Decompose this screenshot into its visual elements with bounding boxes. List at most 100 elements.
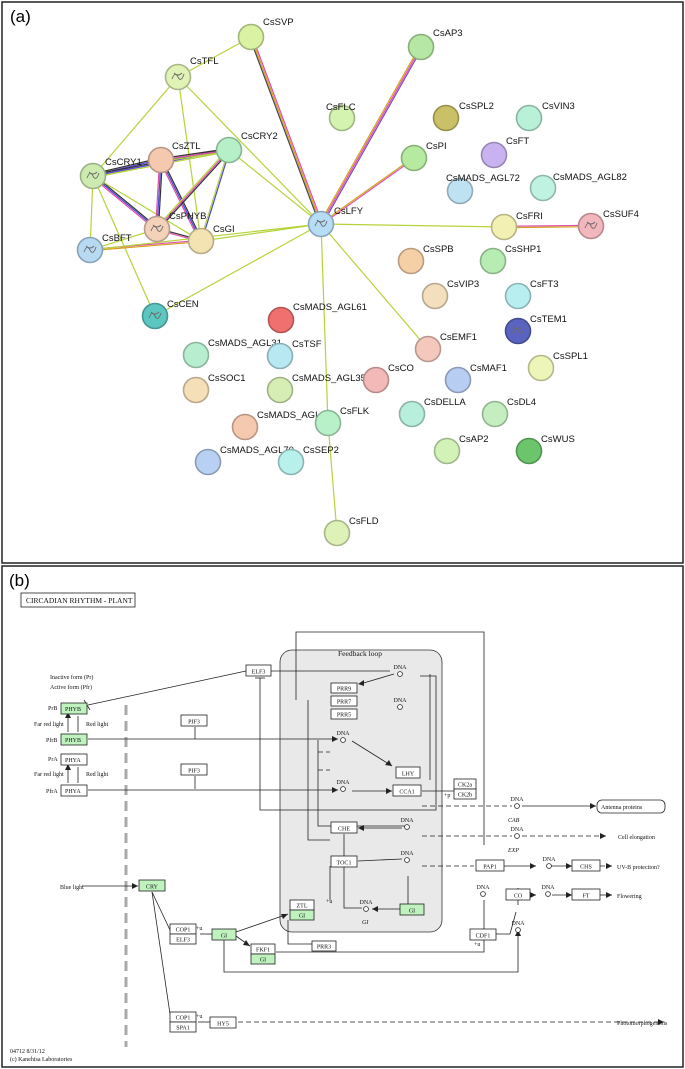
gene-prr9: PRR9 [330, 682, 358, 694]
gene-label: CHE [338, 827, 350, 833]
node-circle[interactable] [515, 437, 543, 465]
node-circle[interactable] [527, 354, 555, 382]
node-circle[interactable] [215, 136, 243, 164]
node-CsMADS_AGL72[interactable]: CsMADS_AGL72 [446, 173, 520, 205]
node-CsBFT[interactable]: CsBFT [76, 233, 132, 264]
node-circle[interactable] [515, 104, 543, 132]
node-circle[interactable] [421, 282, 449, 310]
node-CsSOC1[interactable]: CsSOC1 [182, 373, 246, 404]
node-circle[interactable] [194, 448, 222, 476]
node-CsGI[interactable]: CsGI [187, 224, 235, 255]
node-circle[interactable] [182, 376, 210, 404]
node-circle[interactable] [266, 342, 294, 370]
node-circle[interactable] [480, 141, 508, 169]
node-CsMADS_AGL31[interactable]: CsMADS_AGL31 [182, 338, 282, 369]
node-CsMADS_AGL82[interactable]: CsMADS_AGL82 [529, 172, 627, 202]
node-CsFT3[interactable]: CsFT3 [504, 279, 559, 310]
node-label-CsPI: CsPI [426, 141, 447, 152]
node-CsAP3[interactable]: CsAP3 [407, 28, 463, 61]
node-circle[interactable] [314, 409, 342, 437]
gene-ft: FT [571, 888, 601, 901]
node-CsAP2[interactable]: CsAP2 [433, 434, 489, 465]
node-CsCRY1[interactable]: CsCRY1 [79, 157, 142, 190]
node-circle[interactable] [397, 247, 425, 275]
node-label-CsVIN3: CsVIN3 [542, 101, 575, 112]
node-CsSPB[interactable]: CsSPB [397, 244, 454, 275]
node-CsMADS_AGL61[interactable]: CsMADS_AGL61 [267, 302, 367, 334]
node-CsFT[interactable]: CsFT [480, 136, 530, 169]
node-circle[interactable] [328, 104, 356, 132]
gene-box [475, 859, 505, 872]
node-CsSPL1[interactable]: CsSPL1 [527, 351, 588, 382]
node-circle[interactable] [400, 144, 428, 172]
node-CsTFL[interactable]: CsTFL [164, 56, 219, 91]
node-circle[interactable] [267, 306, 295, 334]
edge-CsSVP-CsLFY-0 [251, 36, 323, 224]
gene-box [169, 1021, 197, 1033]
node-CsFRI[interactable]: CsFRI [490, 211, 543, 241]
node-CsSUF4[interactable]: CsSUF4 [577, 209, 639, 240]
node-CsDELLA[interactable]: CsDELLA [398, 397, 467, 428]
node-circle[interactable] [398, 400, 426, 428]
node-circle[interactable] [481, 400, 509, 428]
node-CsZTL[interactable]: CsZTL [147, 141, 201, 174]
node-CsMADS_AGL3[interactable]: CsMADS_AGL3 [231, 410, 326, 441]
node-CsSVP[interactable]: CsSVP [237, 17, 294, 51]
node-CsTEM1[interactable]: CsTEM1 [504, 314, 567, 345]
node-CsFLK[interactable]: CsFLK [314, 406, 370, 437]
node-circle[interactable] [323, 519, 351, 547]
node-CsCO[interactable]: CsCO [362, 363, 414, 394]
pfra-label: PfrA [46, 788, 58, 795]
node-CsSPL2[interactable]: CsSPL2 [432, 101, 494, 132]
node-circle[interactable] [529, 174, 557, 202]
node-label-CsMADS_AGL82: CsMADS_AGL82 [553, 172, 627, 183]
node-circle[interactable] [266, 376, 294, 404]
node-label-CsVIP3: CsVIP3 [447, 279, 479, 290]
node-circle[interactable] [432, 104, 460, 132]
node-CsSEP2[interactable]: CsSEP2 [277, 445, 339, 476]
node-CsPHYB[interactable]: CsPHYB [143, 211, 207, 243]
node-CsFLC[interactable]: CsFLC [326, 102, 356, 132]
node-CsTSF[interactable]: CsTSF [266, 339, 322, 370]
phya-box-bottom [60, 784, 88, 797]
node-circle[interactable] [490, 213, 518, 241]
node-CsSHP1[interactable]: CsSHP1 [479, 244, 542, 275]
node-circle[interactable] [504, 282, 532, 310]
gene-ztl: ZTL [289, 899, 315, 911]
node-label-CsMADS_AGL72: CsMADS_AGL72 [446, 173, 520, 184]
node-CsWUS[interactable]: CsWUS [515, 434, 575, 465]
node-circle[interactable] [407, 33, 435, 61]
node-CsLFY[interactable]: CsLFY [307, 206, 364, 238]
node-circle[interactable] [414, 335, 442, 363]
node-CsMAF1[interactable]: CsMAF1 [444, 363, 507, 394]
node-CsCEN[interactable]: CsCEN [141, 299, 199, 330]
plus-u-label-2: +u [196, 1014, 202, 1020]
node-CsVIN3[interactable]: CsVIN3 [515, 101, 575, 132]
edge-CsPI-CsLFY-1 [320, 156, 414, 224]
node-circle[interactable] [362, 366, 390, 394]
node-circle[interactable] [433, 437, 461, 465]
node-circle[interactable] [446, 177, 474, 205]
node-CsDL4[interactable]: CsDL4 [481, 397, 537, 428]
node-circle[interactable] [479, 247, 507, 275]
node-circle[interactable] [231, 413, 259, 441]
gene-box [571, 888, 601, 901]
node-label-CsMADS_AGL31: CsMADS_AGL31 [208, 338, 282, 349]
node-circle[interactable] [444, 366, 472, 394]
gene-label: FKF1 [256, 948, 270, 954]
node-circle[interactable] [182, 341, 210, 369]
edge-CsAP3-CsLFY-1 [320, 46, 422, 225]
node-circle[interactable] [277, 448, 305, 476]
node-circle[interactable] [237, 23, 265, 51]
node-CsEMF1[interactable]: CsEMF1 [414, 332, 477, 363]
node-CsMADS_AGL35[interactable]: CsMADS_AGL35 [266, 373, 366, 404]
node-circle[interactable] [147, 146, 175, 174]
node-circle[interactable] [187, 227, 215, 255]
gene-ck2b: CK2b [453, 788, 477, 800]
node-CsFLD[interactable]: CsFLD [323, 516, 379, 547]
node-CsVIP3[interactable]: CsVIP3 [421, 279, 480, 310]
node-CsPI[interactable]: CsPI [400, 141, 447, 172]
edge-CsCRY2-CsGI-0 [201, 150, 231, 242]
node-CsCRY2[interactable]: CsCRY2 [215, 131, 278, 164]
node-CsMADS_AGL70[interactable]: CsMADS_AGL70 [194, 445, 294, 476]
